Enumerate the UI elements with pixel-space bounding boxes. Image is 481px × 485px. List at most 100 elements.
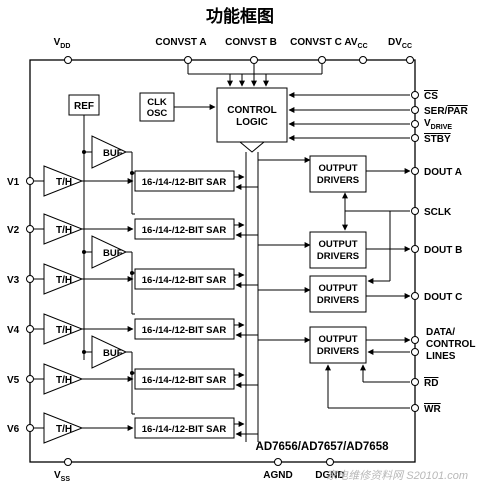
svg-text:CLK: CLK bbox=[147, 97, 167, 108]
input-label: V2 bbox=[7, 225, 20, 236]
pin-vdrive: VDRIVE bbox=[411, 118, 452, 131]
ref-block: REF bbox=[68, 94, 100, 116]
svg-text:DOUT B: DOUT B bbox=[424, 245, 462, 256]
svg-text:SER/PAR: SER/PAR bbox=[424, 106, 468, 117]
svg-text:AVCC: AVCC bbox=[344, 37, 367, 50]
channel-2: V2 T/H 16-/14-/12-BIT SAR bbox=[7, 213, 258, 245]
svg-text:DVCC: DVCC bbox=[388, 37, 412, 50]
pin-data-control-lines: DATA/ CONTROL LINES bbox=[411, 327, 475, 362]
channel-1: V1 T/H 16-/14-/12-BIT SAR bbox=[7, 165, 258, 197]
pin-v3 bbox=[26, 275, 34, 283]
buf-label: BUF bbox=[103, 248, 123, 259]
track-hold-amp bbox=[43, 165, 84, 197]
svg-text:REF: REF bbox=[74, 101, 94, 112]
watermark: 家电维修资料网 S20101.com bbox=[326, 469, 468, 482]
pin-dout-b: DOUT B bbox=[411, 245, 462, 256]
sar-label: 16-/14-/12-BIT SAR bbox=[142, 275, 227, 286]
svg-text:LINES: LINES bbox=[426, 351, 456, 362]
input-label: V6 bbox=[7, 424, 20, 435]
svg-text:VDRIVE: VDRIVE bbox=[424, 118, 452, 131]
svg-text:SCLK: SCLK bbox=[424, 207, 452, 218]
track-hold-amp bbox=[43, 313, 84, 345]
pin-ser-par: SER/PAR bbox=[411, 106, 468, 117]
buf-amp-3: BUF bbox=[82, 335, 135, 415]
pin-v1 bbox=[26, 177, 34, 185]
driver-label-2: DRIVERS bbox=[317, 251, 359, 262]
pin-convst-b: CONVST B bbox=[225, 37, 277, 64]
sar-label: 16-/14-/12-BIT SAR bbox=[142, 325, 227, 336]
svg-text:LOGIC: LOGIC bbox=[236, 117, 268, 128]
svg-text:AGND: AGND bbox=[263, 470, 292, 481]
buf-label: BUF bbox=[103, 348, 123, 359]
svg-text:VDD: VDD bbox=[54, 37, 71, 50]
svg-text:VSS: VSS bbox=[54, 470, 70, 483]
pin-v5 bbox=[26, 375, 34, 383]
channel-3: V3 T/H 16-/14-/12-BIT SAR bbox=[7, 263, 258, 295]
pin-wr: WR bbox=[411, 404, 441, 415]
svg-text:CONVST B: CONVST B bbox=[225, 37, 277, 48]
pin-vdd: VDD bbox=[54, 37, 72, 64]
pin-v2 bbox=[26, 225, 34, 233]
svg-text:DGND: DGND bbox=[315, 470, 344, 481]
pin-stby: STBY bbox=[411, 134, 451, 145]
sar-label: 16-/14-/12-BIT SAR bbox=[142, 225, 227, 236]
chip-outline bbox=[29, 59, 416, 463]
pin-dout-c: DOUT C bbox=[411, 292, 462, 303]
track-hold-label: T/H bbox=[56, 177, 72, 188]
pin-vss: VSS bbox=[54, 458, 72, 483]
pin-avcc: AVCC bbox=[344, 37, 368, 64]
input-label: V5 bbox=[7, 375, 20, 386]
input-label: V3 bbox=[7, 275, 20, 286]
sar-label: 16-/14-/12-BIT SAR bbox=[142, 177, 227, 188]
track-hold-label: T/H bbox=[56, 275, 72, 286]
sar-adc bbox=[134, 417, 235, 439]
pin-dout-a: DOUT A bbox=[411, 167, 462, 178]
buf-amp-1: BUF bbox=[82, 135, 135, 215]
pin-v6 bbox=[26, 424, 34, 432]
control-logic-block: CONTROL LOGIC bbox=[216, 87, 288, 143]
driver-label-1: OUTPUT bbox=[318, 283, 357, 294]
driver-label-2: DRIVERS bbox=[317, 346, 359, 357]
track-hold-amp bbox=[43, 263, 84, 295]
sar-adc bbox=[134, 368, 235, 390]
svg-text:DOUT C: DOUT C bbox=[424, 292, 462, 303]
output-drivers: OUTPUTDRIVERSOUTPUTDRIVERSOUTPUTDRIVERSO… bbox=[309, 155, 367, 364]
track-hold-amp bbox=[43, 412, 84, 444]
svg-text:CONVST C: CONVST C bbox=[290, 37, 342, 48]
driver-label-1: OUTPUT bbox=[318, 334, 357, 345]
control-input-routing bbox=[288, 92, 410, 141]
pin-cs: CS bbox=[411, 91, 438, 102]
chip-name: AD7656/AD7657/AD7658 bbox=[256, 441, 390, 453]
sar-adc bbox=[134, 318, 235, 340]
track-hold-amp bbox=[43, 363, 84, 395]
pin-dvcc: DVCC bbox=[388, 37, 414, 64]
track-hold-amp bbox=[43, 213, 84, 245]
sar-label: 16-/14-/12-BIT SAR bbox=[142, 375, 227, 386]
svg-text:STBY: STBY bbox=[424, 134, 451, 145]
pin-rd: RD bbox=[411, 378, 438, 389]
sar-adc bbox=[134, 218, 235, 240]
pin-sclk: SCLK bbox=[411, 207, 452, 218]
convst-routing bbox=[187, 64, 323, 87]
bus-to-drivers bbox=[258, 157, 411, 409]
control-bus-head bbox=[238, 141, 266, 153]
track-hold-label: T/H bbox=[56, 424, 72, 435]
pin-dgnd: DGND bbox=[315, 458, 345, 481]
input-label: V1 bbox=[7, 177, 20, 188]
svg-text:CONTROL: CONTROL bbox=[227, 105, 276, 116]
driver-label-2: DRIVERS bbox=[317, 295, 359, 306]
sar-adc bbox=[134, 170, 235, 192]
svg-text:CONVST A: CONVST A bbox=[155, 37, 206, 48]
svg-text:DOUT A: DOUT A bbox=[424, 167, 462, 178]
svg-text:CS: CS bbox=[424, 91, 438, 102]
track-hold-label: T/H bbox=[56, 225, 72, 236]
buffers: BUF BUF BUF bbox=[82, 135, 135, 415]
driver-label-2: DRIVERS bbox=[317, 175, 359, 186]
